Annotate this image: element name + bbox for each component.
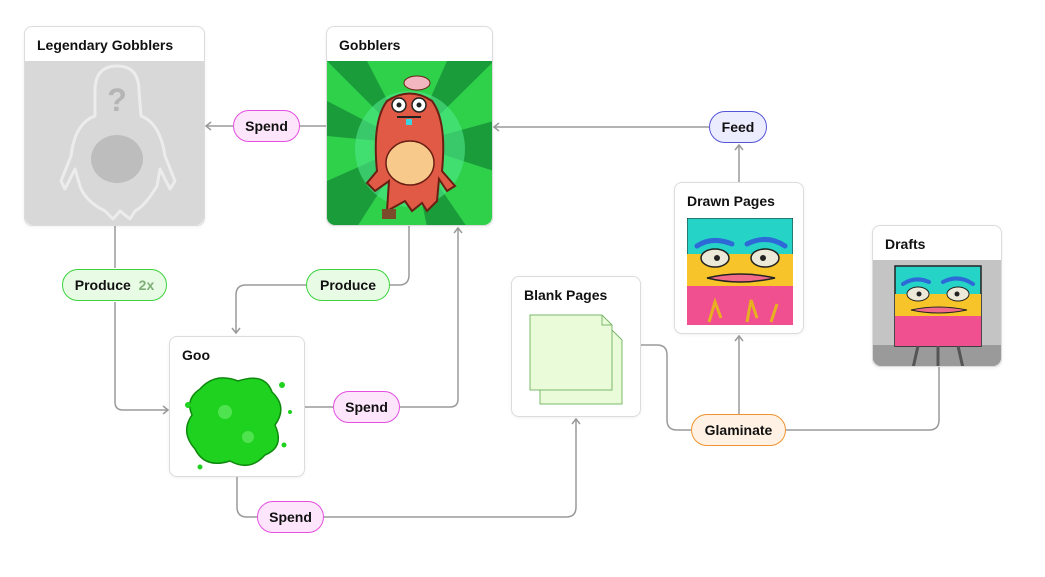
goo-image: [170, 367, 304, 476]
legendary-gobblers-title: Legendary Gobblers: [37, 37, 174, 53]
drafts-image: [873, 260, 1001, 366]
edge-produce-goo: [114, 302, 170, 415]
edge-produce-goo-2: [231, 284, 306, 335]
blank-pages-card[interactable]: Blank Pages: [511, 276, 641, 417]
feed-button[interactable]: Feed: [709, 111, 767, 143]
blank-pages-icon: [529, 314, 623, 405]
glaminate-button[interactable]: Glaminate: [691, 414, 786, 446]
produce-multiplier: 2x: [138, 277, 155, 293]
legendary-gobbler-image: ?: [25, 61, 204, 225]
gobbler-character-icon: [327, 61, 492, 225]
goo-card[interactable]: Goo: [169, 336, 305, 477]
gobblers-card[interactable]: Gobblers: [326, 26, 493, 226]
spend-goo-pages-button[interactable]: Spend: [257, 501, 324, 533]
goo-blob-icon: [185, 377, 292, 470]
easel-drawing-icon: [873, 260, 1001, 366]
mystery-gobbler-icon: ?: [59, 64, 177, 221]
edge-blank-glaminate: [641, 344, 691, 431]
spend-legendary-button[interactable]: Spend: [233, 110, 300, 142]
edge-glaminate-drafts: [786, 367, 940, 431]
drafts-card[interactable]: Drafts: [872, 225, 1002, 367]
edge-spend-blank: [324, 417, 581, 518]
drawn-pages-title: Drawn Pages: [687, 193, 775, 209]
produce-2x-button[interactable]: Produce 2x: [62, 269, 167, 301]
svg-text:?: ?: [107, 82, 127, 118]
gobblers-title: Gobblers: [339, 37, 401, 53]
edge-gobblers-produce: [390, 226, 410, 286]
legendary-gobblers-card[interactable]: Legendary Gobblers ?: [24, 26, 205, 226]
blank-pages-title: Blank Pages: [524, 287, 608, 303]
edge-goo-spend-2: [236, 477, 257, 518]
produce-goo-button[interactable]: Produce: [306, 269, 390, 301]
spend-goo-gobblers-button[interactable]: Spend: [333, 391, 400, 423]
drawn-page-art-icon: [687, 218, 793, 325]
goo-title: Goo: [182, 347, 210, 363]
produce-label: Produce: [74, 277, 131, 293]
drawn-pages-card[interactable]: Drawn Pages: [674, 182, 804, 334]
drafts-title: Drafts: [885, 236, 926, 252]
gobbler-image: [327, 61, 492, 225]
edge-spend-gobblers: [400, 226, 463, 408]
